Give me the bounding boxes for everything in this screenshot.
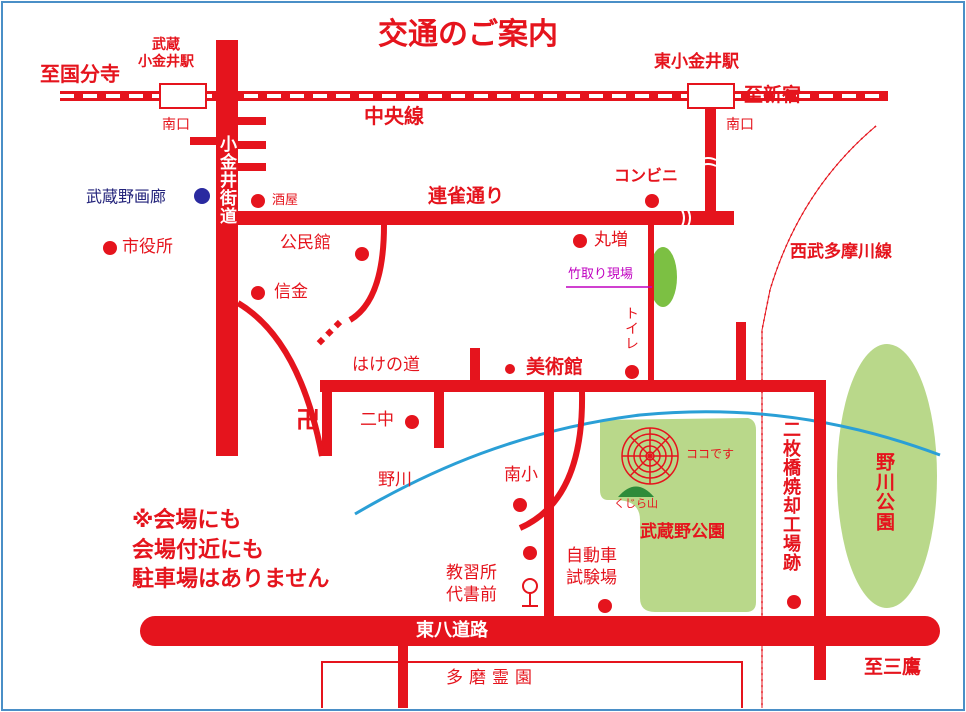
higashi-hachi-doro-label: 東八道路 — [416, 620, 488, 641]
sakaya-marker — [251, 194, 265, 208]
jidosha-shikenjo-label: 自動車 試験場 — [566, 546, 617, 589]
tama-reien-outline — [321, 661, 743, 708]
koganei-kaido-label: 小金井街道 — [216, 135, 236, 225]
south-exit-1-label: 南口 — [162, 117, 190, 133]
temple-symbol: 卍 — [296, 406, 320, 434]
shinkin-marker — [251, 286, 265, 300]
kominkan-curve — [348, 224, 387, 323]
taketori-site-area — [649, 247, 677, 307]
roads — [140, 40, 940, 708]
shiyakusho-label: 市役所 — [122, 237, 173, 257]
convenience-marker — [645, 194, 659, 208]
seibu-line-center — [761, 125, 877, 708]
seibu-line-label: 西武多摩川線 — [790, 242, 892, 262]
convenience-label: コンビニ — [614, 166, 679, 185]
to-kokubunji-label: 至国分寺 — [40, 62, 120, 86]
to-shinjuku-label: 至新宿 — [744, 84, 802, 106]
nichu-label: 二中 — [360, 410, 394, 430]
kyoshujo-symbol — [522, 578, 538, 594]
dotted-path — [315, 319, 343, 347]
nimaibashi-label: 二枚橋焼却工場跡 — [780, 420, 801, 572]
to-mitaka-label: 至三鷹 — [864, 656, 922, 678]
bijutsukan-marker — [625, 365, 639, 379]
hake-no-michi-road — [320, 380, 826, 392]
minamisho-label: 南小 — [504, 465, 538, 485]
minamisho-marker — [513, 498, 527, 512]
musashi-koganei-station-label: 武蔵 小金井駅 — [138, 37, 194, 70]
bijutsukan-label: 美術館 — [526, 356, 584, 378]
nogawa-koen-label: 野川公園 — [873, 452, 895, 532]
musashi-koganei-station-box — [159, 83, 207, 109]
tama-reien-label: 多磨霊園 — [446, 668, 538, 688]
parking-notice: ※会場にも 会場付近にも 駐車場はありません — [132, 508, 330, 593]
hake-no-michi-label: はけの道 — [352, 355, 420, 375]
toilet-road — [648, 225, 654, 385]
musashino-garo-marker — [194, 188, 210, 204]
kominkan-marker — [355, 247, 369, 261]
page-title: 交通のご案内 — [378, 17, 558, 52]
koko-desu-label: ココです — [686, 447, 735, 461]
marumasu-marker — [573, 234, 587, 248]
venue-target — [621, 427, 679, 485]
kominkan-label: 公民館 — [280, 233, 331, 253]
curved-road-1 — [236, 300, 325, 457]
chuo-line-label: 中央線 — [364, 104, 424, 128]
shiyakusho-marker — [103, 241, 117, 255]
marumasu-label: 丸増 — [594, 230, 628, 250]
higashi-koganei-station-box — [687, 83, 735, 109]
musashino-garo-label: 武蔵野画廊 — [86, 187, 167, 206]
toilet-label: トイレ — [623, 306, 639, 351]
kujirayama-label: くじら山 — [614, 497, 658, 510]
bijutsukan-dot — [505, 364, 515, 374]
musashino-koen-label: 武蔵野公園 — [640, 522, 725, 542]
station-access-road — [705, 108, 716, 218]
kujirayama-hill — [618, 486, 654, 497]
incinerator-road — [814, 380, 826, 680]
shinkin-label: 信金 — [274, 282, 308, 302]
renjaku-dori-label: 連雀通り — [428, 185, 505, 207]
sakaya-label: 酒屋 — [272, 193, 299, 208]
renjaku-dori-road — [216, 211, 734, 225]
nogawa-river-label: 野川 — [378, 470, 412, 490]
higashi-hachi-doro-road — [140, 616, 940, 646]
kyoshujo-label: 教習所 代書前 — [446, 563, 497, 606]
nogawa-river — [354, 410, 941, 516]
nogawa-park-area — [837, 344, 937, 608]
taketori-site-label: 竹取り現場 — [568, 267, 634, 282]
south-exit-2-label: 南口 — [726, 117, 754, 133]
location-markers — [103, 194, 801, 613]
koganei-kaido-road — [216, 40, 238, 456]
higashi-koganei-station-label: 東小金井駅 — [654, 52, 739, 72]
nimaibashi-marker — [787, 595, 801, 609]
minamisho-curve — [518, 391, 586, 531]
nichu-marker — [405, 415, 419, 429]
kyoshujo-marker — [523, 546, 537, 560]
shikenjo-marker — [598, 599, 612, 613]
